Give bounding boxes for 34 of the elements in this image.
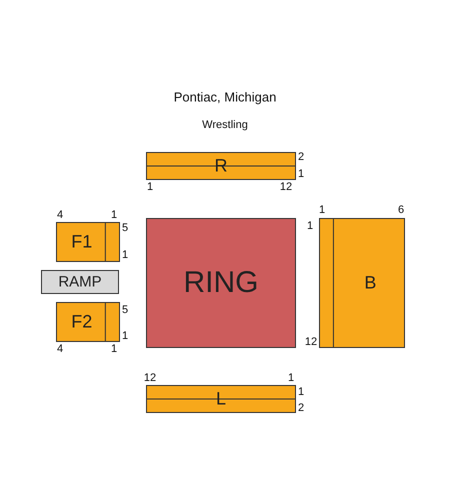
venue-location-title: Pontiac, Michigan [174,90,276,104]
seat-row-number: 1 [122,249,128,261]
ring-label: RING [184,266,258,300]
seating-section [56,302,120,342]
seating-section [56,222,120,262]
seat-row-number: 2 [298,402,304,414]
seating-section [146,152,296,180]
seat-row-number: 5 [122,304,128,316]
seat-row-number: 12 [144,372,156,384]
seating-section [319,218,405,348]
section-label: F1 [71,232,92,252]
seat-row-number: 1 [298,168,304,180]
seat-row-number: 1 [110,209,118,221]
seat-row-number: 1 [110,343,118,355]
section-label: RAMP [58,274,102,290]
seat-row-number: 4 [56,209,64,221]
seat-row-number: 1 [146,181,154,193]
seating-section [146,385,296,413]
seat-row-number: 4 [56,343,64,355]
seat-row-number: 1 [318,204,326,216]
ring-area [146,218,296,348]
seat-row-number: 5 [122,222,128,234]
seat-row-number: 12 [304,336,318,348]
seat-row-number: 1 [298,386,304,398]
ramp-area [41,270,119,294]
seat-row-number: 1 [288,372,294,384]
seat-row-number: 1 [306,220,314,232]
section-label: B [364,272,376,294]
event-name: Wrestling [202,119,248,131]
section-label: F2 [71,312,92,332]
seat-row-number: 2 [298,151,304,163]
seat-row-number: 1 [122,330,128,342]
seat-row-number: 6 [398,204,404,216]
seat-row-number: 12 [280,181,292,193]
